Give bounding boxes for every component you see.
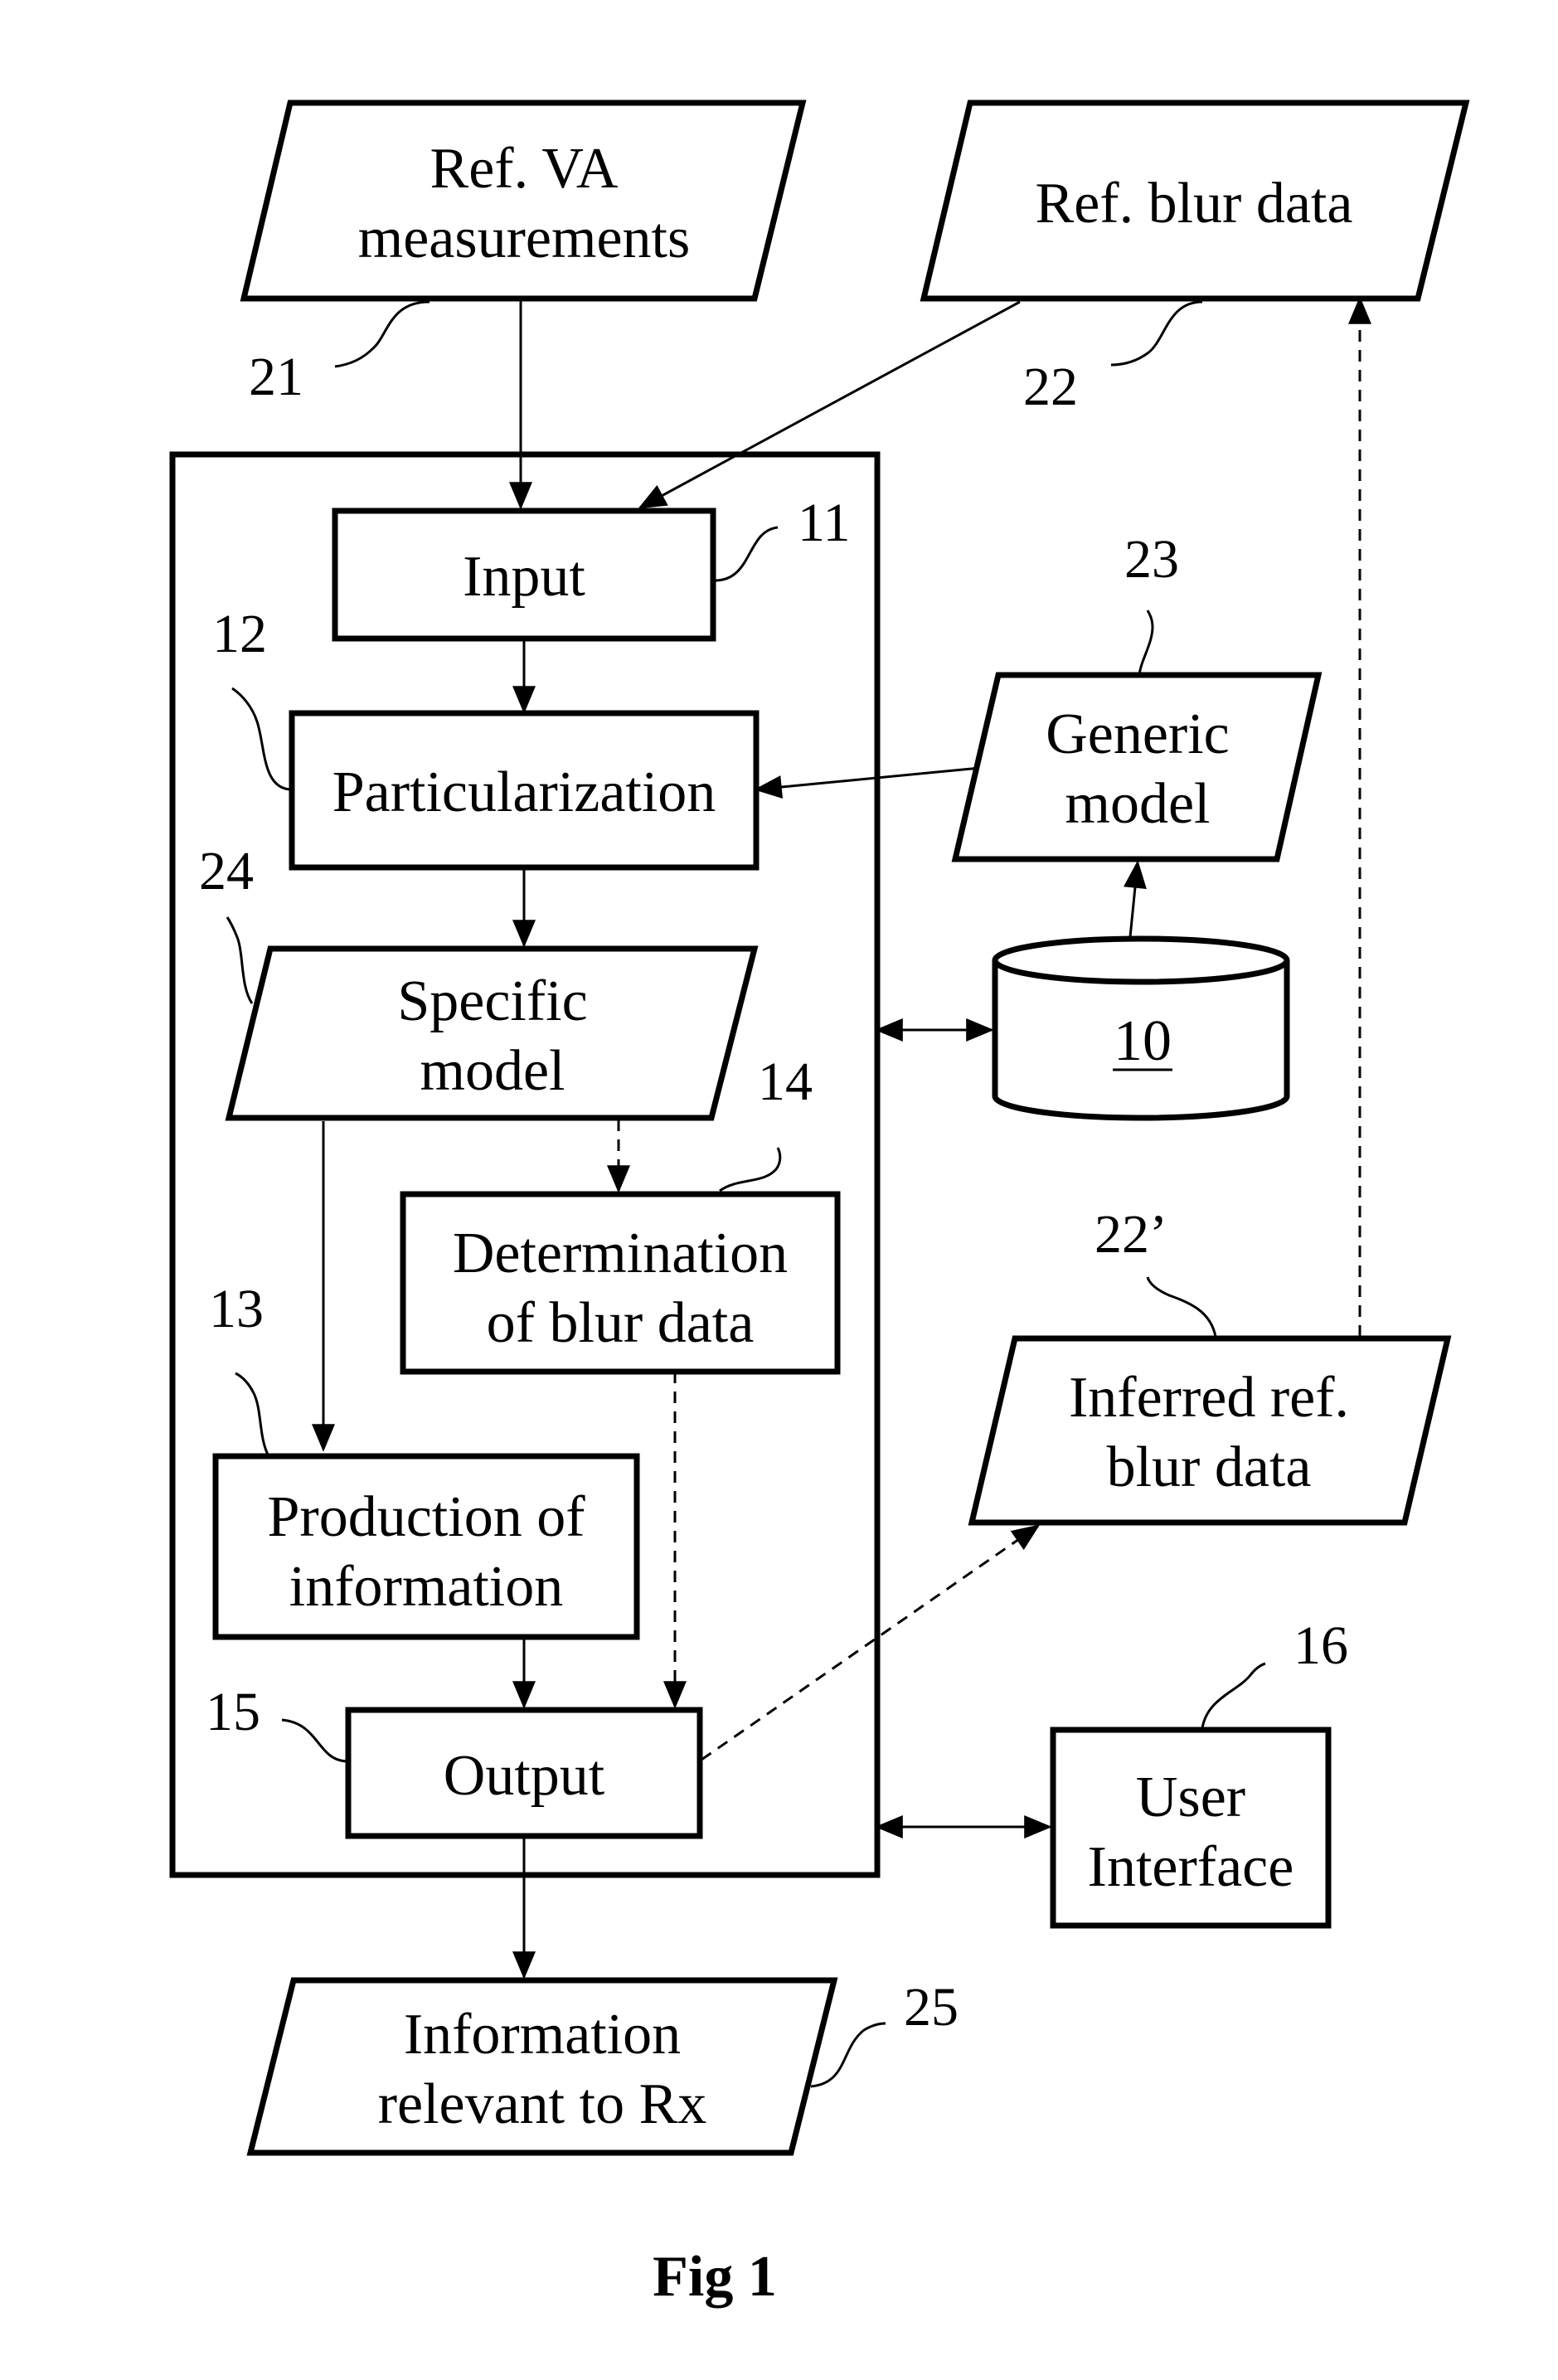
leader-15 (281, 1718, 349, 1763)
arrow-generic-to-particularization (754, 766, 981, 799)
leader-21 (334, 300, 430, 368)
node-particularization: Particularization (289, 710, 760, 871)
ref-11: 11 (798, 493, 851, 553)
leader-12 (231, 687, 293, 791)
node-production-of-information: Production of information (212, 1453, 640, 1640)
info-rx-line-1: Information (404, 2003, 681, 2067)
arrow-output-to-inferred (701, 1524, 1041, 1761)
figure-caption: Fig 1 (653, 2245, 777, 2309)
generic-model-line-1: Generic (1046, 702, 1230, 766)
node-output: Output (345, 1707, 703, 1839)
leader-14 (719, 1147, 782, 1192)
arrow-refblur-to-input (638, 300, 1021, 509)
info-rx-line-2: relevant to Rx (378, 2072, 707, 2136)
arrow-database-to-generic (1124, 860, 1147, 946)
ref-15: 15 (206, 1682, 260, 1742)
leader-13 (235, 1372, 270, 1457)
generic-model-line-2: model (1065, 772, 1211, 836)
ref-blur-line-1: Ref. blur data (1036, 172, 1353, 236)
ref-va-line-1: Ref. VA (430, 137, 619, 201)
user-interface-line-2: Interface (1088, 1835, 1294, 1899)
input-label: Input (463, 545, 585, 609)
leader-22p (1146, 1276, 1217, 1338)
leader-25 (810, 2022, 886, 2088)
ref-21: 21 (249, 347, 303, 407)
reference-numerals: 21 22 11 12 23 24 14 22’ 13 15 16 25 (199, 347, 1348, 2038)
specific-model-line-2: model (420, 1039, 565, 1103)
ref-va-line-2: measurements (358, 206, 690, 270)
node-ref-va-measurements: Ref. VA measurements (240, 100, 807, 302)
production-line-1: Production of (267, 1485, 585, 1549)
determination-line-2: of blur data (487, 1291, 755, 1355)
ref-16: 16 (1293, 1615, 1348, 1676)
node-inferred-ref-blur-data: Inferred ref. blur data (968, 1335, 1452, 1526)
production-line-2: information (289, 1555, 563, 1619)
determination-line-1: Determination (453, 1222, 788, 1285)
user-interface-line-1: User (1136, 1766, 1245, 1829)
ref-22p: 22’ (1094, 1204, 1167, 1265)
node-user-interface: User Interface (1050, 1727, 1332, 1929)
node-generic-model: Generic model (951, 672, 1323, 862)
leader-22 (1110, 300, 1203, 367)
ref-12: 12 (212, 604, 267, 664)
node-database: 10 (992, 935, 1290, 1121)
particularization-label: Particularization (332, 760, 716, 824)
leader-23 (1138, 610, 1154, 676)
ref-25: 25 (904, 1977, 959, 2038)
inferred-line-2: blur data (1107, 1435, 1312, 1499)
leader-16 (1201, 1662, 1266, 1729)
node-information-relevant-to-rx: Information relevant to Rx (246, 1977, 838, 2156)
connectors (312, 296, 1371, 1979)
node-determination-of-blur-data: Determination of blur data (400, 1191, 841, 1375)
node-specific-model: Specific model (225, 945, 759, 1121)
ref-13: 13 (209, 1279, 264, 1339)
ref-24: 24 (199, 841, 254, 901)
reference-leaders (226, 300, 1266, 2088)
database-label: 10 (1114, 1009, 1172, 1073)
leader-24 (226, 916, 254, 1004)
ref-22: 22 (1023, 357, 1078, 417)
node-input: Input (332, 508, 716, 642)
node-ref-blur-data: Ref. blur data (920, 100, 1470, 302)
inferred-line-1: Inferred ref. (1069, 1366, 1349, 1430)
specific-model-line-1: Specific (397, 969, 587, 1033)
ref-14: 14 (758, 1052, 813, 1112)
leader-11 (714, 526, 779, 582)
output-label: Output (444, 1744, 605, 1808)
ref-23: 23 (1124, 529, 1179, 590)
